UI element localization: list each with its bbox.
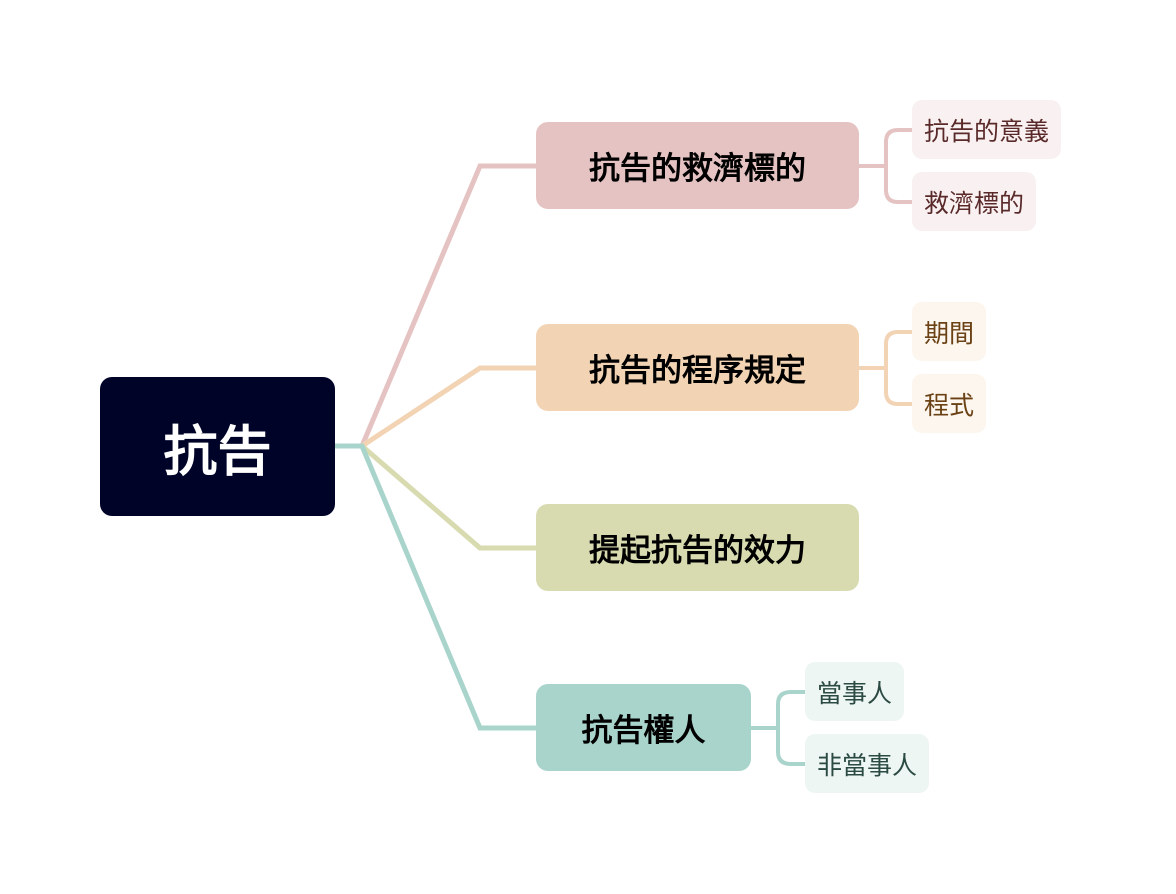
link-root-branch-2 [360,365,536,449]
branch-topic[interactable]: 抗告的程序規定 [536,324,859,411]
link-root-branch-4 [335,443,536,731]
branch-topic[interactable]: 抗告的救濟標的 [536,122,859,209]
link-branch-2-leaves [859,330,912,406]
subtopic[interactable]: 當事人 [805,662,905,721]
branch-topic[interactable]: 抗告權人 [536,684,751,771]
subtopic[interactable]: 救濟標的 [912,172,1037,231]
subtopic[interactable]: 程式 [912,374,987,433]
branch-topic[interactable]: 提起抗告的效力 [536,504,859,591]
link-branch-1-leaves [859,128,912,204]
root-topic[interactable]: 抗告 [100,377,335,516]
subtopic[interactable]: 期間 [912,302,987,361]
link-branch-4-leaves [751,690,805,766]
subtopic[interactable]: 非當事人 [805,734,930,793]
link-root-branch-3 [360,444,536,551]
link-root-branch-1 [359,163,536,447]
subtopic[interactable]: 抗告的意義 [912,100,1062,159]
